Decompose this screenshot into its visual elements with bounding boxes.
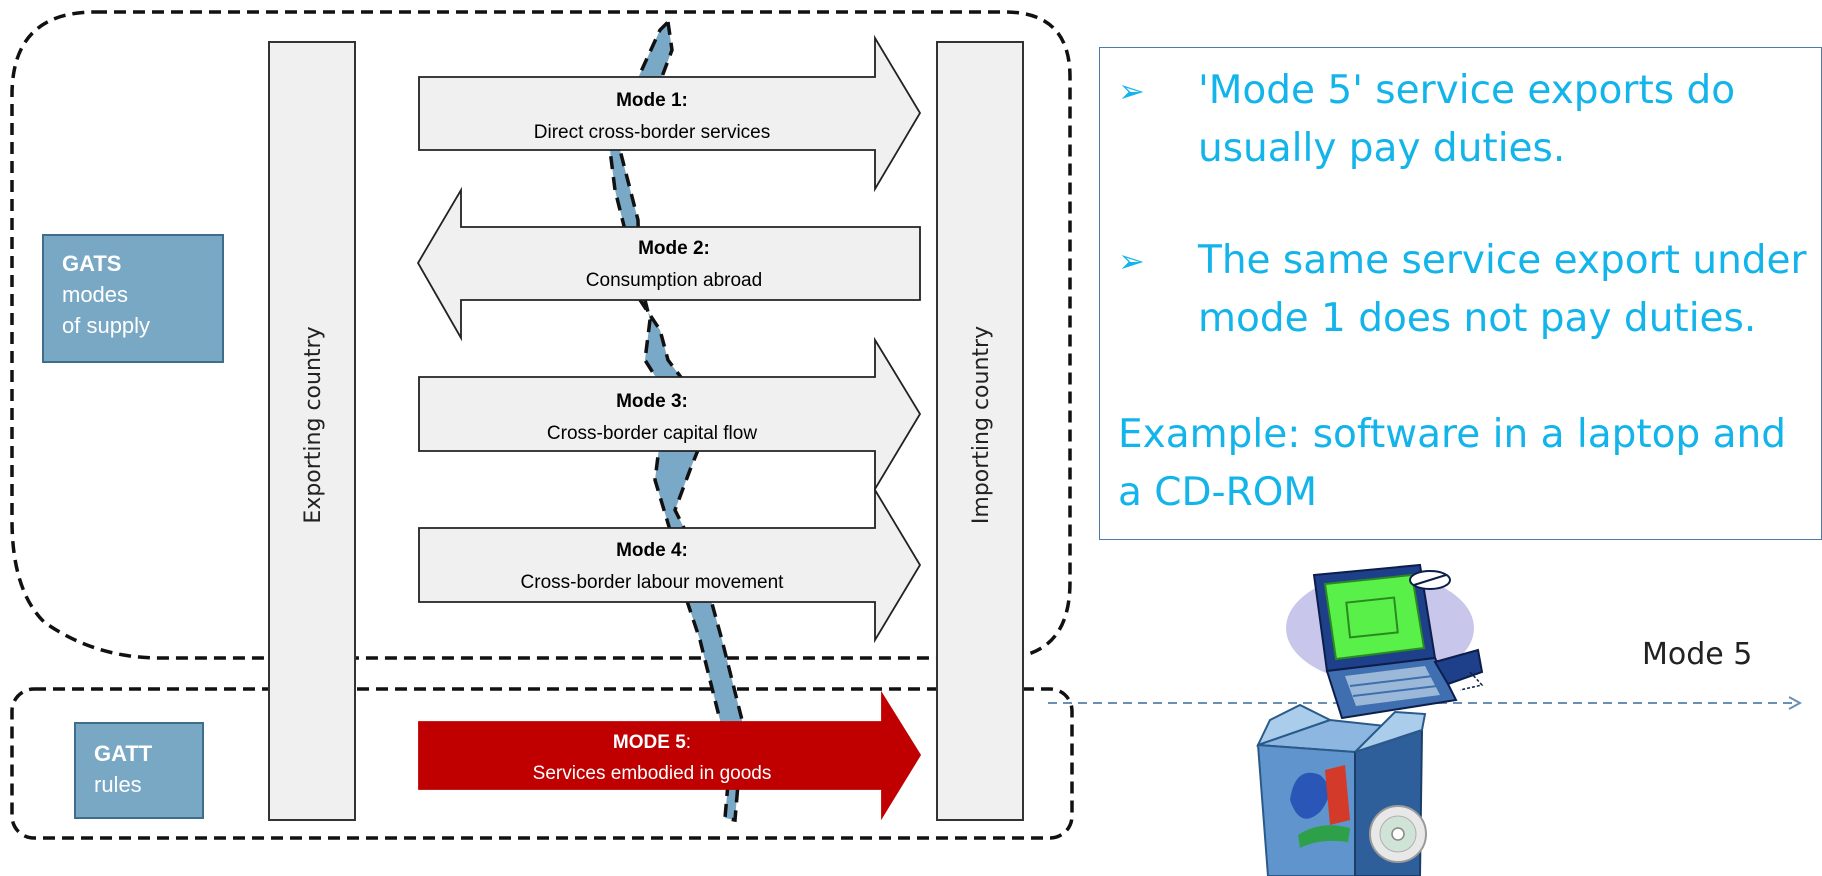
- mode5-arrow: [418, 690, 922, 821]
- mode4-subtitle: Cross-border labour movement: [521, 572, 785, 593]
- mode5-label: Mode 5: [1642, 637, 1753, 672]
- importing-country-bar: [936, 41, 1024, 821]
- gats-region-outline: [10, 10, 1072, 660]
- mode1-arrow: [418, 34, 922, 193]
- info-text-box: ➢ 'Mode 5' service exports do usually pa…: [1099, 47, 1822, 540]
- mode4-arrow: [418, 486, 922, 644]
- exporting-country-bar: [268, 41, 356, 821]
- mode5-title-text: MODE 5: [613, 732, 686, 753]
- mode2-title: Mode 2:: [638, 238, 710, 259]
- mode1-title: Mode 1:: [616, 90, 688, 111]
- laptop-icon: [1286, 563, 1484, 720]
- bullet-arrow-icon: ➢: [1118, 242, 1145, 280]
- gatt-region-outline: [10, 687, 1074, 840]
- bullet-item-2: ➢ The same service export under mode 1 d…: [1118, 232, 1808, 348]
- gats-line2: of supply: [62, 313, 151, 338]
- gatt-label-box: GATT rules: [74, 722, 204, 819]
- example-text: Example: software in a laptop and a CD-R…: [1118, 412, 1787, 515]
- bullet-arrow-icon: ➢: [1118, 72, 1145, 110]
- gats-title: GATS: [62, 251, 122, 276]
- bullet-text-2: The same service export under mode 1 doe…: [1198, 238, 1807, 341]
- mode2-subtitle: Consumption abroad: [586, 270, 762, 291]
- mode2-arrow: [416, 186, 921, 342]
- mode3-arrow: [418, 336, 922, 493]
- software-box-icon: [1256, 703, 1427, 876]
- mode5-subtitle: Services embodied in goods: [533, 763, 772, 784]
- exporting-country-label: Exporting country: [301, 326, 326, 523]
- mode4-title: Mode 4:: [616, 540, 688, 561]
- bullet-item-1: ➢ 'Mode 5' service exports do usually pa…: [1118, 62, 1808, 178]
- importing-country-label: Importing country: [969, 326, 994, 524]
- gatt-title: GATT: [94, 741, 153, 766]
- gats-label-box: GATS modes of supply: [42, 234, 224, 363]
- gats-line1: modes: [62, 282, 129, 307]
- gatt-line1: rules: [94, 772, 142, 797]
- mode5-title: MODE 5:: [613, 732, 691, 753]
- mode5-title-suffix: :: [686, 732, 691, 753]
- mode3-title: Mode 3:: [616, 391, 688, 412]
- bullet-text-1: 'Mode 5' service exports do usually pay …: [1198, 68, 1736, 171]
- mode3-subtitle: Cross-border capital flow: [547, 423, 757, 444]
- mode1-subtitle: Direct cross-border services: [534, 122, 771, 143]
